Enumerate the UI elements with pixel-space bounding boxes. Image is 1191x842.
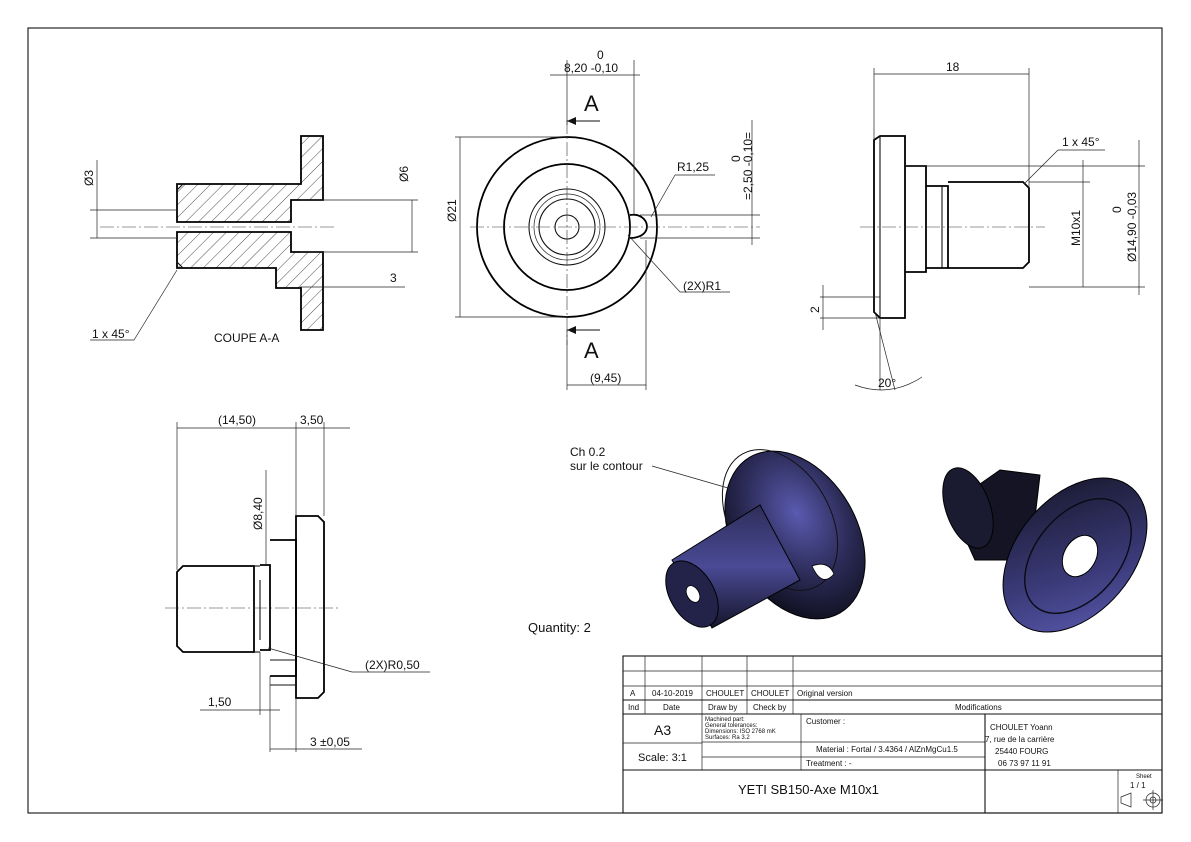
front-slot bbox=[629, 214, 648, 239]
dim-side-len18: 18 bbox=[946, 60, 960, 74]
section-marker-top: A bbox=[584, 91, 599, 116]
dim-front-depth-250: =2,50 -0,10= bbox=[741, 132, 755, 200]
svg-text:General tolerances:: General tolerances: bbox=[705, 723, 758, 729]
section-view-a-a: Ø3 Ø6 3 1 x 45° COUPE A-A bbox=[82, 135, 418, 345]
dim-front-ref945: (9,45) bbox=[590, 371, 621, 385]
dim-front-width-820: 8,20 -0,10 bbox=[564, 61, 618, 75]
dim-section-dia6: Ø6 bbox=[397, 166, 411, 182]
dim-bottom-dia840: Ø8,40 bbox=[251, 497, 265, 530]
svg-text:CHOULET: CHOULET bbox=[751, 689, 789, 698]
chamfer-note-line2: sur le contour bbox=[570, 459, 643, 473]
section-hatch-bottom bbox=[176, 231, 324, 331]
dim-side-len2: 2 bbox=[808, 306, 822, 313]
dim-side-chamfer: 1 x 45° bbox=[1062, 135, 1100, 149]
svg-text:Date: Date bbox=[663, 703, 680, 712]
dim-bottom-ref1450: (14,50) bbox=[218, 413, 256, 427]
dim-side-thread: M10x1 bbox=[1069, 210, 1083, 246]
svg-text:Surfaces: Ra 3.2: Surfaces: Ra 3.2 bbox=[705, 735, 750, 741]
svg-text:CHOULET Yoann: CHOULET Yoann bbox=[990, 723, 1053, 732]
svg-text:04-10-2019: 04-10-2019 bbox=[652, 689, 693, 698]
front-view: A A 0 8,20 -0,10 Ø21 R1,25 0 =2,50 -0,10… bbox=[445, 48, 760, 390]
svg-text:Sheet: Sheet bbox=[1136, 774, 1152, 780]
bottom-view: (14,50) 3,50 Ø8,40 (2X)R0,50 1,50 3 ±0,0… bbox=[165, 413, 430, 752]
svg-text:Treatment : -: Treatment : - bbox=[806, 759, 852, 768]
svg-text:CHOULET: CHOULET bbox=[706, 689, 744, 698]
scale-label: Scale: 3:1 bbox=[638, 752, 687, 764]
dim-bottom-len350: 3,50 bbox=[300, 413, 324, 427]
svg-text:Draw by: Draw by bbox=[708, 703, 737, 712]
dim-front-dia21: Ø21 bbox=[445, 199, 459, 222]
quantity-label: Quantity: 2 bbox=[528, 620, 591, 635]
dim-front-tol-side: 0 bbox=[729, 155, 743, 162]
svg-text:Ind: Ind bbox=[628, 703, 639, 712]
section-title: COUPE A-A bbox=[214, 331, 279, 345]
svg-text:1 / 1: 1 / 1 bbox=[1130, 781, 1146, 790]
dim-side-tol-upper: 0 bbox=[1110, 206, 1124, 213]
svg-text:06 73 97 11 91: 06 73 97 11 91 bbox=[998, 759, 1051, 768]
render-iso-left: Ch 0.2 sur le contour bbox=[570, 445, 866, 629]
dim-section-chamfer: 1 x 45° bbox=[92, 327, 130, 341]
svg-text:25440 FOURG: 25440 FOURG bbox=[995, 747, 1048, 756]
svg-text:Customer :: Customer : bbox=[806, 717, 845, 726]
svg-text:Dimensions: ISO 2768 mK: Dimensions: ISO 2768 mK bbox=[705, 729, 776, 735]
dim-bottom-len150: 1,50 bbox=[208, 695, 232, 709]
dim-side-angle20: 20° bbox=[878, 376, 896, 390]
format-label: A3 bbox=[654, 722, 671, 738]
svg-text:Material : Fortal / 3.4364 / A: Material : Fortal / 3.4364 / AlZnMgCu1.5 bbox=[816, 745, 958, 754]
svg-text:A: A bbox=[630, 689, 636, 698]
section-hatch-top bbox=[176, 135, 324, 223]
drawing-title: YETI SB150-Axe M10x1 bbox=[738, 782, 879, 797]
svg-text:Modifications: Modifications bbox=[955, 703, 1002, 712]
dim-front-r125: R1,25 bbox=[677, 160, 709, 174]
dim-front-r1: (2X)R1 bbox=[683, 279, 721, 293]
dim-bottom-r050: (2X)R0,50 bbox=[365, 658, 420, 672]
dim-section-dia3: Ø3 bbox=[82, 170, 96, 186]
svg-text:7, rue de la carrière: 7, rue de la carrière bbox=[985, 735, 1055, 744]
svg-text:Original version: Original version bbox=[797, 689, 853, 698]
section-marker-bottom: A bbox=[584, 338, 599, 363]
title-block: A 04-10-2019 CHOULET CHOULET Original ve… bbox=[622, 655, 1163, 814]
side-view: 18 1 x 45° M10x1 0 Ø14,90 -0,03 2 20° bbox=[808, 60, 1145, 391]
dim-front-tol-upper: 0 bbox=[597, 48, 604, 62]
dim-side-dia1490: Ø14,90 -0,03 bbox=[1125, 192, 1139, 262]
projection-symbol-icon bbox=[1120, 790, 1163, 810]
chamfer-note-line1: Ch 0.2 bbox=[570, 445, 606, 459]
svg-text:Check by: Check by bbox=[753, 703, 786, 712]
dim-bottom-len3tol: 3 ±0,05 bbox=[310, 735, 350, 749]
sheet-border bbox=[27, 27, 1163, 814]
svg-text:Machined part:: Machined part: bbox=[705, 717, 745, 723]
render-iso-right bbox=[942, 467, 1148, 633]
dim-section-len3: 3 bbox=[390, 271, 397, 285]
